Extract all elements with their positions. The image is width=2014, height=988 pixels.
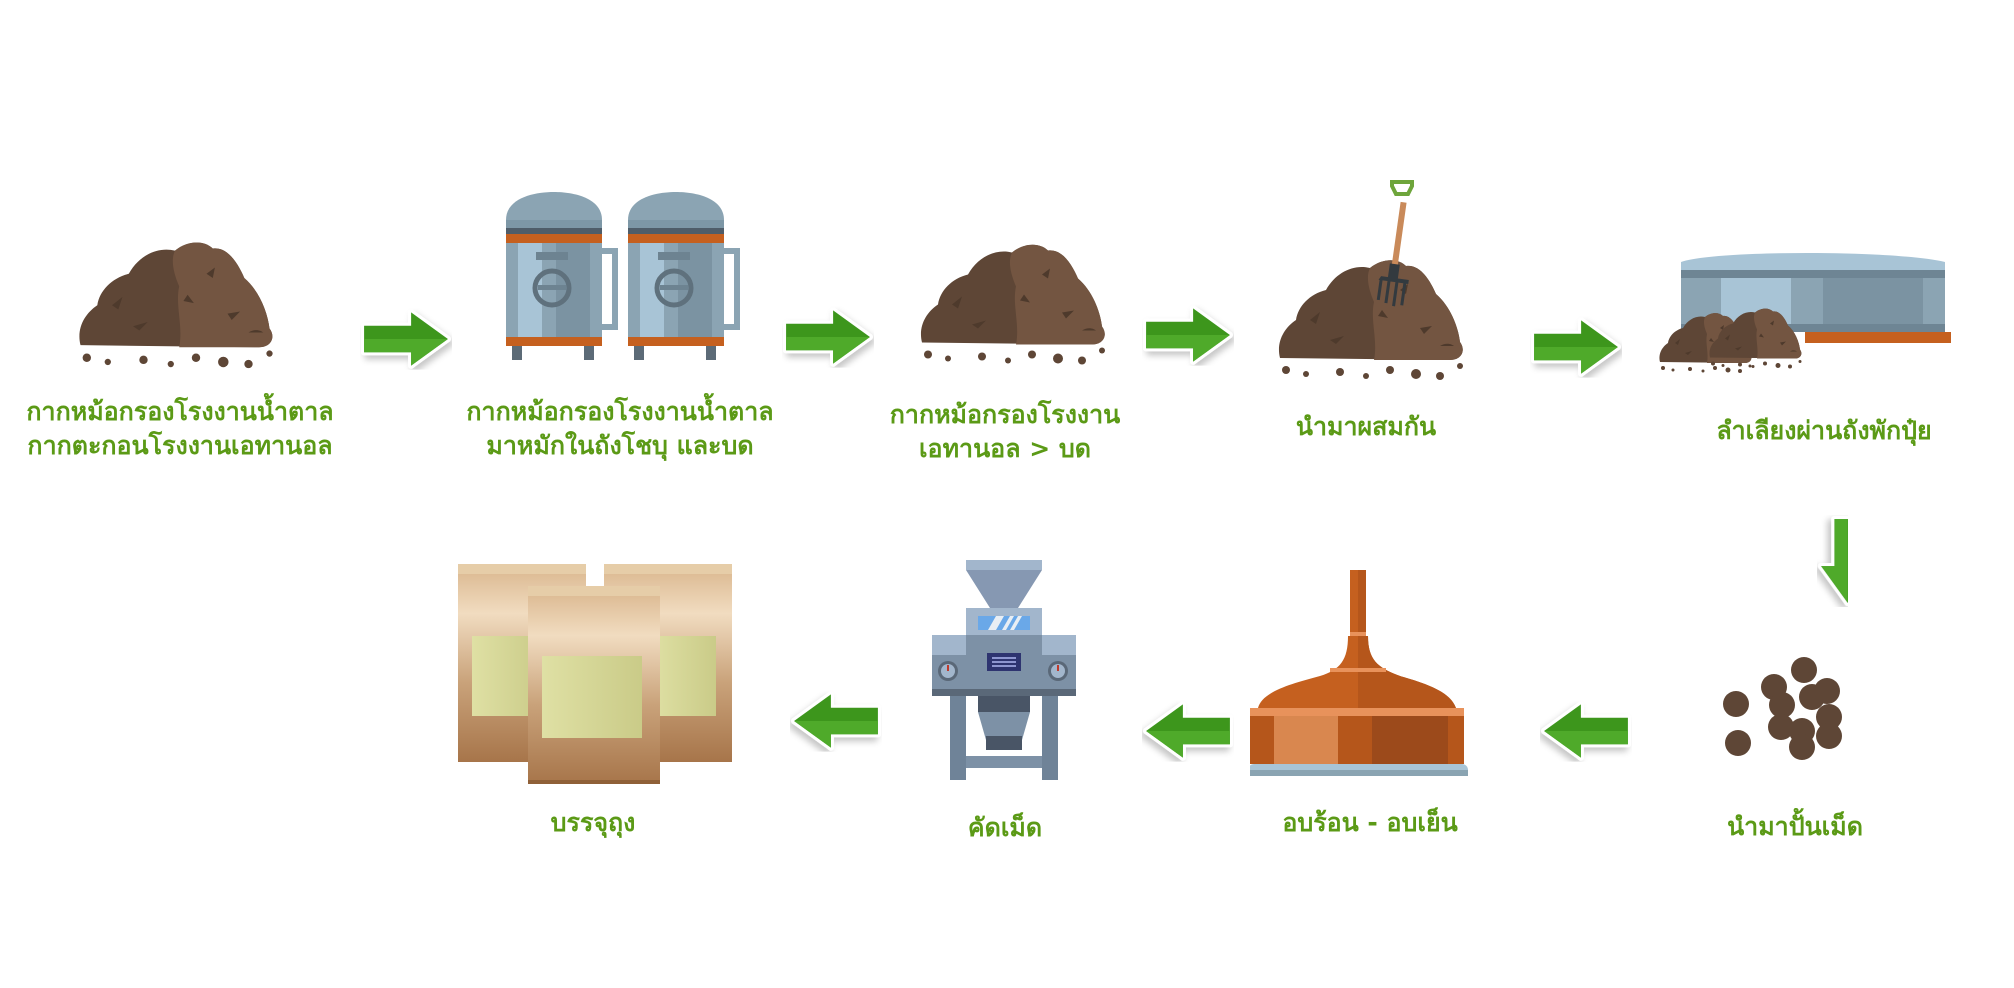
step-1-line-2: กากตะกอนโรงงานเอทานอล: [27, 431, 333, 460]
arrow-down-icon: [1786, 515, 1848, 607]
arrow-right-icon: [360, 308, 452, 370]
arrow-3-to-4: [1142, 304, 1234, 366]
step-3-line-2: เอทานอล > บด: [919, 434, 1091, 463]
arrow-5-to-6: [1786, 515, 1848, 607]
step-2-line-1: กากหม้อกรองโรงงานน้ำตาล: [466, 397, 774, 426]
arrow-left-icon: [790, 690, 882, 752]
step-1-icon: [70, 230, 280, 370]
soil-pile-icon: [70, 230, 280, 370]
arrow-2-to-3: [782, 306, 874, 368]
step-9-line-1: บรรจุถุง: [550, 808, 636, 837]
step-5-label: ลำเลียงผ่านถังพักปุ๋ย: [1716, 414, 1931, 448]
step-4-icon: [1270, 170, 1490, 385]
step-2-icon: [504, 190, 754, 360]
arrow-right-icon: [1142, 304, 1234, 366]
pellets-icon: [1723, 657, 1842, 760]
step-8-label: คัดเม็ด: [968, 811, 1042, 845]
step-7-line-1: อบร้อน - อบเย็น: [1282, 808, 1458, 837]
arrow-right-icon: [1530, 316, 1622, 378]
arrow-8-to-9: [790, 690, 882, 752]
step-1-label: กากหม้อกรองโรงงานน้ำตาล กากตะกอนโรงงานเอ…: [26, 395, 333, 463]
step-3-label: กากหม้อกรองโรงงาน เอทานอล > บด: [890, 398, 1120, 466]
step-4-label: นำมาผสมกัน: [1296, 410, 1436, 444]
sorting-machine-icon: [932, 560, 1076, 780]
step-8-line-1: คัดเม็ด: [967, 813, 1043, 842]
step-6-line-1: นำมาปั้นเม็ด: [1727, 812, 1863, 841]
arrow-6-to-7: [1540, 700, 1632, 762]
step-5-line-1: ลำเลียงผ่านถังพักปุ๋ย: [1716, 416, 1932, 445]
soil-pile-icon: [912, 232, 1112, 367]
step-1-line-1: กากหม้อกรองโรงงานน้ำตาล: [26, 397, 334, 426]
copper-kiln-icon: [1250, 570, 1468, 776]
step-3-line-1: กากหม้อกรองโรงงาน: [889, 400, 1121, 429]
step-7-icon: [1250, 570, 1480, 780]
arrow-7-to-8: [1142, 700, 1234, 762]
step-3-icon: [912, 232, 1112, 367]
storage-tank-with-soil-icon: [1659, 253, 1951, 373]
arrow-left-icon: [1142, 700, 1234, 762]
step-6-icon: [1720, 655, 1870, 775]
step-9-label: บรรจุถุง: [551, 806, 636, 840]
step-7-label: อบร้อน - อบเย็น: [1282, 806, 1457, 840]
arrow-right-icon: [782, 306, 874, 368]
bag-front: [528, 586, 660, 784]
step-4-line-1: นำมาผสมกัน: [1295, 412, 1437, 441]
step-8-icon: [930, 560, 1080, 790]
step-9-icon: [452, 558, 752, 798]
fertilizer-bags-icon: [458, 564, 732, 784]
fermentation-tanks-icon: [504, 190, 754, 360]
arrow-left-icon: [1540, 700, 1632, 762]
soil-pile-with-pitchfork-icon: [1278, 180, 1463, 380]
arrow-1-to-2: [360, 308, 452, 370]
step-2-line-2: มาหมักในถังโชบุ และบด: [486, 431, 754, 460]
arrow-4-to-5: [1530, 316, 1622, 378]
step-5-icon: [1655, 238, 1985, 398]
step-6-label: นำมาปั้นเม็ด: [1727, 810, 1863, 844]
step-2-label: กากหม้อกรองโรงงานน้ำตาล มาหมักในถังโชบุ …: [466, 395, 773, 463]
